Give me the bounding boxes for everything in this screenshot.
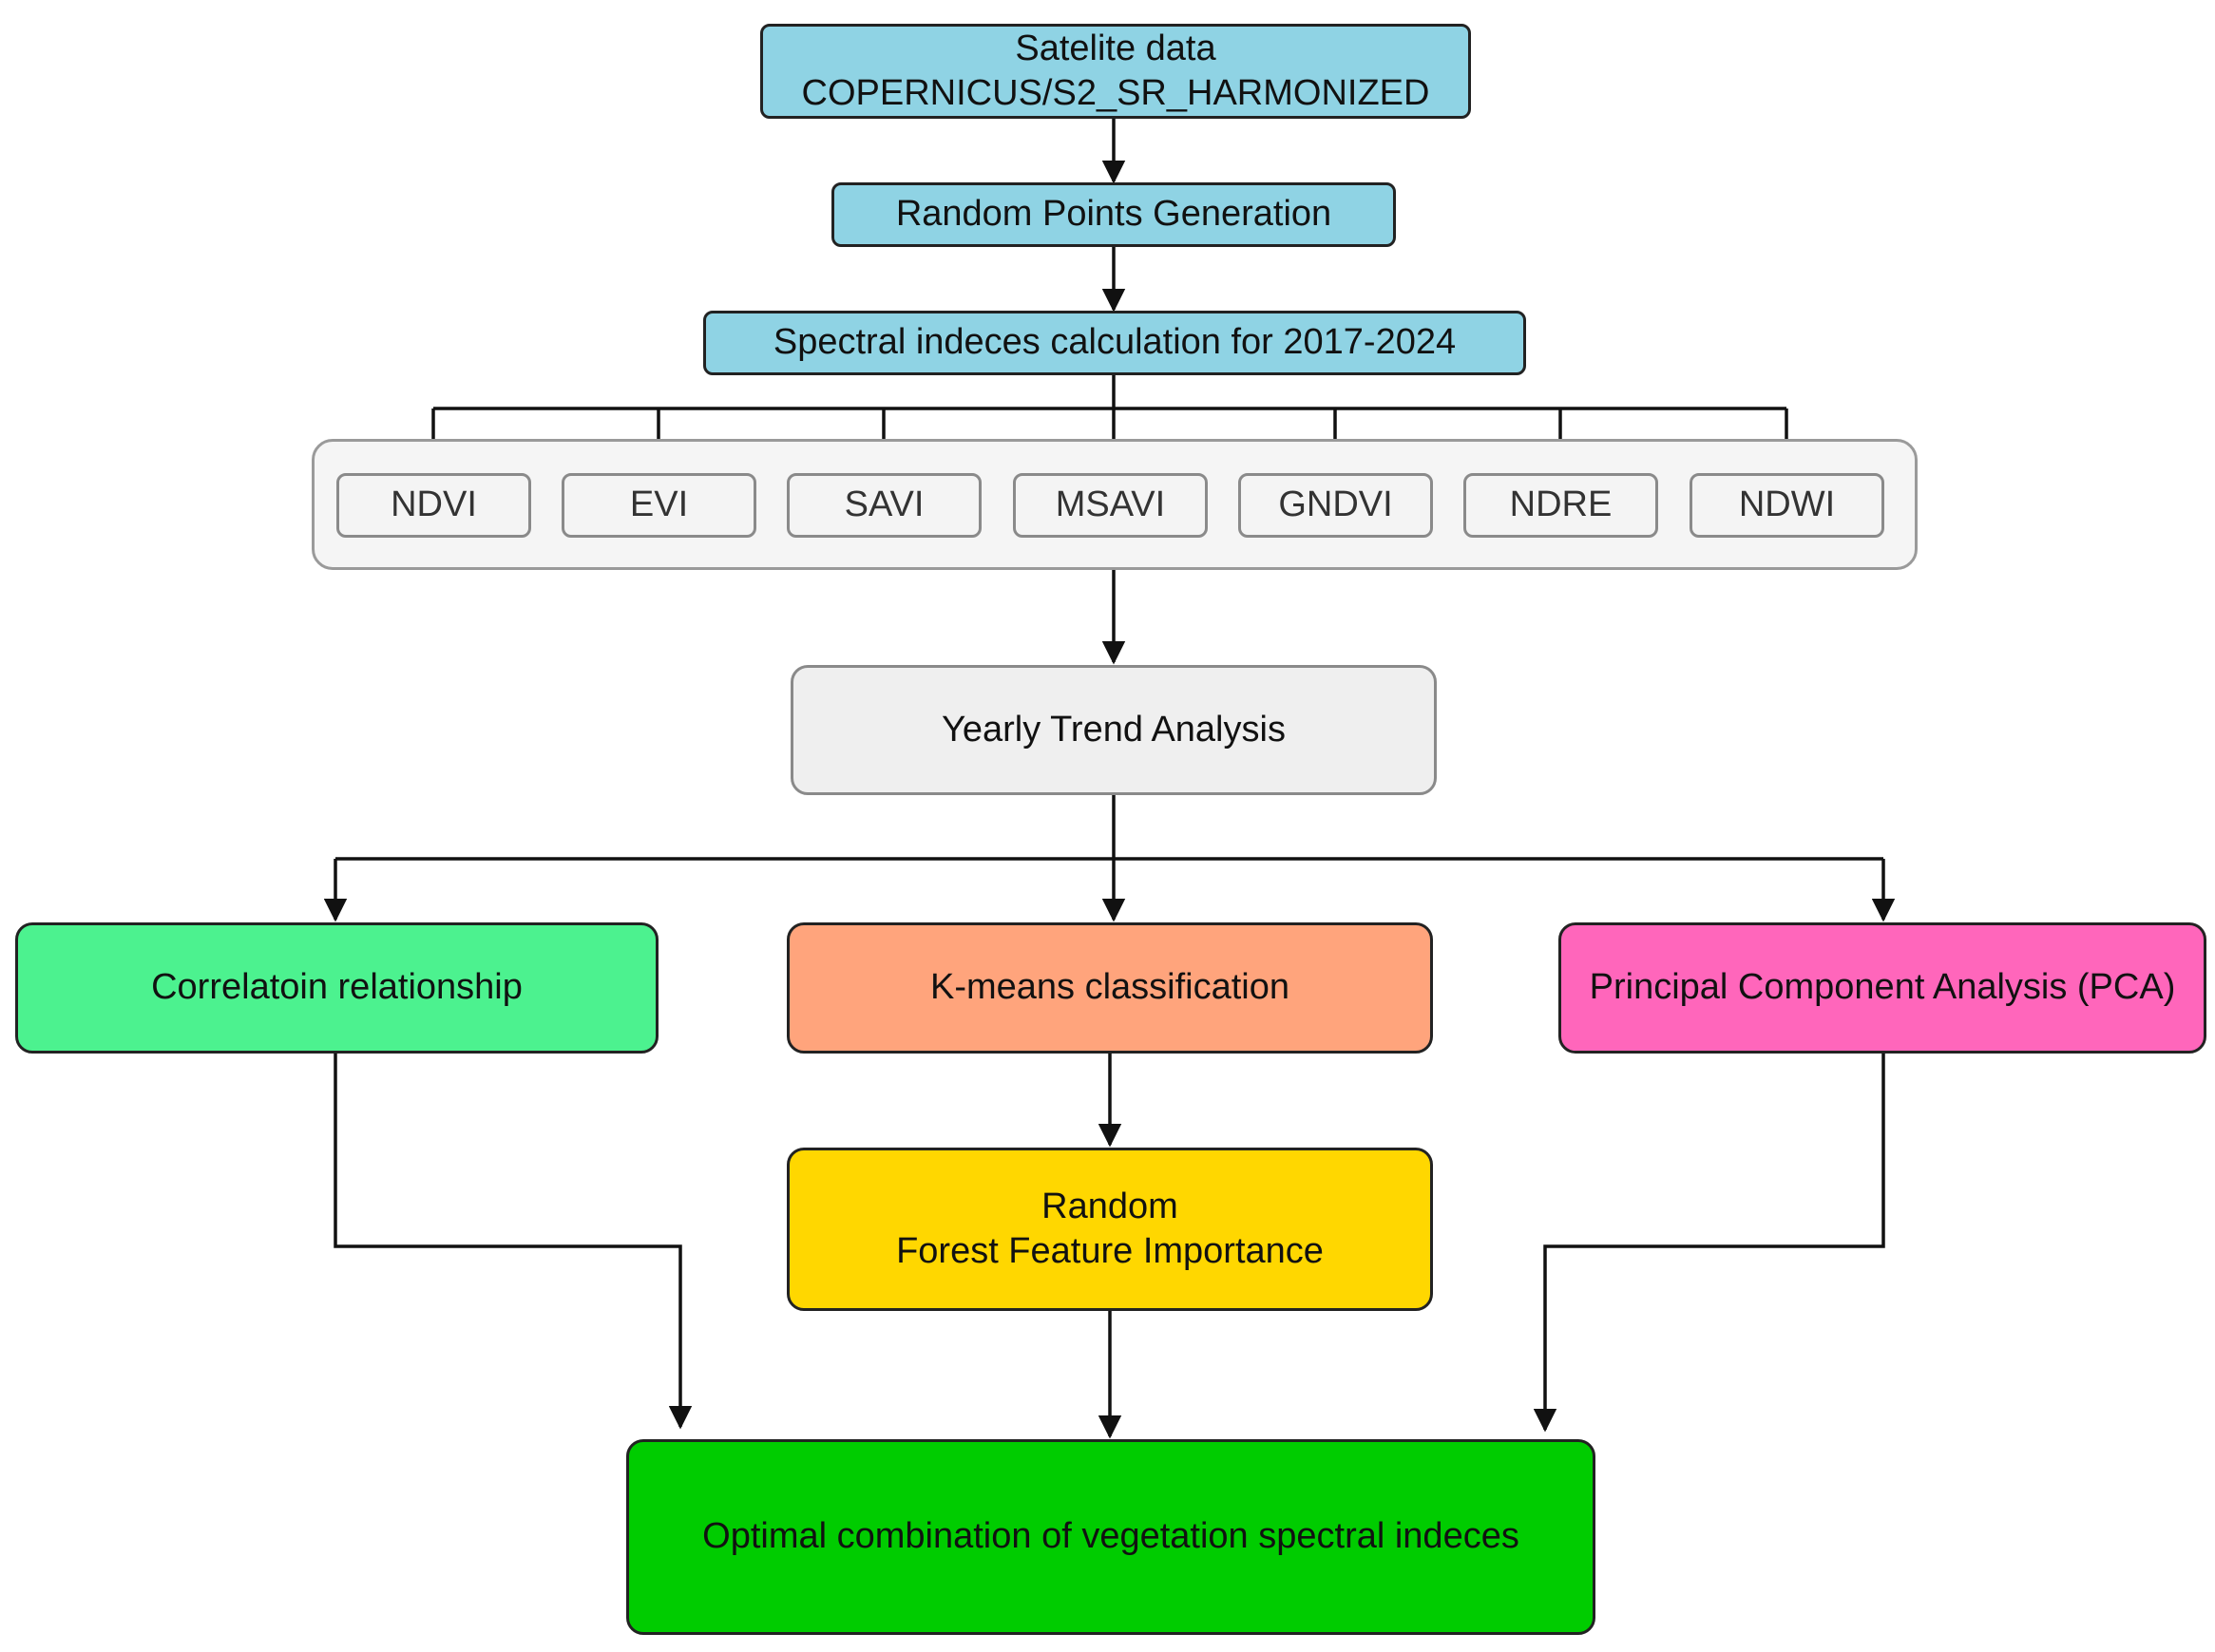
pca-box: Principal Component Analysis (PCA) [1558,922,2206,1054]
index-msavi: MSAVI [1013,473,1208,538]
index-ndwi-label: NDWI [1738,484,1836,525]
index-ndwi: NDWI [1690,473,1884,538]
index-evi: EVI [562,473,756,538]
random-forest-line2: Forest Feature Importance [896,1231,1324,1271]
arrow-pca-to-result [1533,1054,1885,1433]
yearly-trend-box: Yearly Trend Analysis [791,665,1437,795]
random-forest-line1: Random [1041,1186,1178,1226]
index-gndvi: GNDVI [1238,473,1433,538]
random-points-label: Random Points Generation [895,194,1332,235]
correlation-box: Correlatoin relationship [15,922,659,1054]
spectral-calculation-label: Spectral indeces calculation for 2017-20… [773,322,1457,363]
index-ndvi: NDVI [336,473,531,538]
index-savi-label: SAVI [844,484,925,525]
satellite-data-title: Satelite data [1015,28,1216,68]
arrow-correlation-to-result [334,1054,693,1430]
index-savi: SAVI [787,473,982,538]
satellite-data-box: Satelite data COPERNICUS/S2_SR_HARMONIZE… [760,24,1471,119]
index-ndvi-label: NDVI [391,484,477,525]
index-ndre: NDRE [1463,473,1658,538]
pca-label: Principal Component Analysis (PCA) [1589,967,2176,1008]
random-points-box: Random Points Generation [831,182,1396,247]
satellite-collection-name: COPERNICUS/S2_SR_HARMONIZED [801,73,1430,113]
random-forest-box: Random Forest Feature Importance [787,1148,1433,1311]
index-ndre-label: NDRE [1509,484,1613,525]
yearly-trend-label: Yearly Trend Analysis [942,709,1286,750]
index-gndvi-label: GNDVI [1278,484,1393,525]
optimal-combination-label: Optimal combination of vegetation spectr… [702,1516,1519,1557]
optimal-combination-box: Optimal combination of vegetation spectr… [626,1439,1595,1635]
correlation-label: Correlatoin relationship [151,967,523,1008]
index-msavi-label: MSAVI [1055,484,1166,525]
index-evi-label: EVI [629,484,689,525]
kmeans-label: K-means classification [929,967,1290,1008]
spectral-calculation-box: Spectral indeces calculation for 2017-20… [703,311,1526,375]
kmeans-box: K-means classification [787,922,1433,1054]
